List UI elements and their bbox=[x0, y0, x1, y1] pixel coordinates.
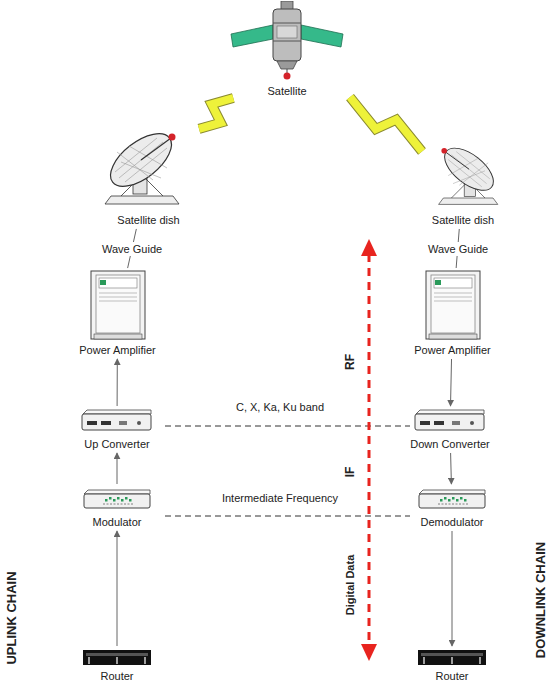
node-label: Satellite dish bbox=[432, 213, 494, 227]
router-node: Router bbox=[415, 648, 489, 683]
router-icon bbox=[83, 648, 151, 666]
signal-arrow bbox=[117, 531, 118, 646]
edge-label: Wave Guide bbox=[100, 242, 164, 256]
down-converter-node: Down Converter bbox=[407, 408, 493, 451]
power-amplifier-node: Power Amplifier bbox=[411, 270, 494, 357]
power-amplifier-icon bbox=[90, 270, 146, 340]
satellite-dish-node: Satellite dish bbox=[422, 138, 504, 227]
signal-arrow bbox=[452, 531, 453, 646]
demodulator-node: Demodulator bbox=[415, 486, 489, 529]
converter-icon bbox=[414, 408, 486, 434]
up-converter-node: Up Converter bbox=[78, 408, 156, 451]
band-label: Intermediate Frequency bbox=[222, 491, 338, 505]
dish-icon bbox=[425, 138, 501, 210]
node-label: Satellite bbox=[267, 84, 306, 98]
node-label: Power Amplifier bbox=[414, 343, 490, 357]
node-label: Router bbox=[100, 669, 133, 683]
power-amplifier-node: Power Amplifier bbox=[76, 270, 159, 357]
band-divider bbox=[165, 516, 410, 517]
dish-icon bbox=[101, 122, 196, 210]
signal-arrow bbox=[450, 453, 452, 484]
converter-icon bbox=[81, 408, 153, 434]
radio-link bbox=[199, 98, 233, 129]
router-icon bbox=[418, 648, 486, 666]
signal-axis bbox=[368, 254, 371, 648]
power-amplifier-icon bbox=[425, 270, 481, 340]
signal-arrow bbox=[117, 359, 118, 406]
node-label: Power Amplifier bbox=[79, 343, 155, 357]
chain-title: DOWNLINK CHAIN bbox=[534, 542, 548, 658]
satellite-icon bbox=[227, 1, 347, 81]
axis-arrowhead bbox=[361, 239, 377, 256]
router-node: Router bbox=[80, 648, 154, 683]
node-label: Modulator bbox=[93, 515, 142, 529]
chain-title: UPLINK CHAIN bbox=[5, 571, 19, 664]
signal-arrow bbox=[117, 453, 118, 484]
satellite-node: Satellite bbox=[224, 1, 350, 98]
modulator-node: Modulator bbox=[80, 486, 154, 529]
signal-type-label: RF bbox=[343, 354, 357, 370]
band-label: C, X, Ka, Ku band bbox=[236, 400, 324, 414]
radio-link bbox=[350, 97, 422, 151]
satellite-dish-node: Satellite dish bbox=[98, 122, 199, 227]
node-label: Router bbox=[435, 669, 468, 683]
axis-arrowhead bbox=[361, 644, 377, 661]
signal-type-label: Digital Data bbox=[343, 555, 357, 616]
modem-icon bbox=[83, 486, 151, 512]
modem-icon bbox=[418, 486, 486, 512]
edge-label: Wave Guide bbox=[426, 242, 490, 256]
band-divider bbox=[165, 426, 410, 427]
node-label: Demodulator bbox=[421, 515, 484, 529]
node-label: Up Converter bbox=[84, 437, 149, 451]
node-label: Satellite dish bbox=[117, 213, 179, 227]
node-label: Down Converter bbox=[410, 437, 489, 451]
signal-arrow bbox=[451, 359, 452, 406]
signal-type-label: IF bbox=[343, 467, 357, 478]
